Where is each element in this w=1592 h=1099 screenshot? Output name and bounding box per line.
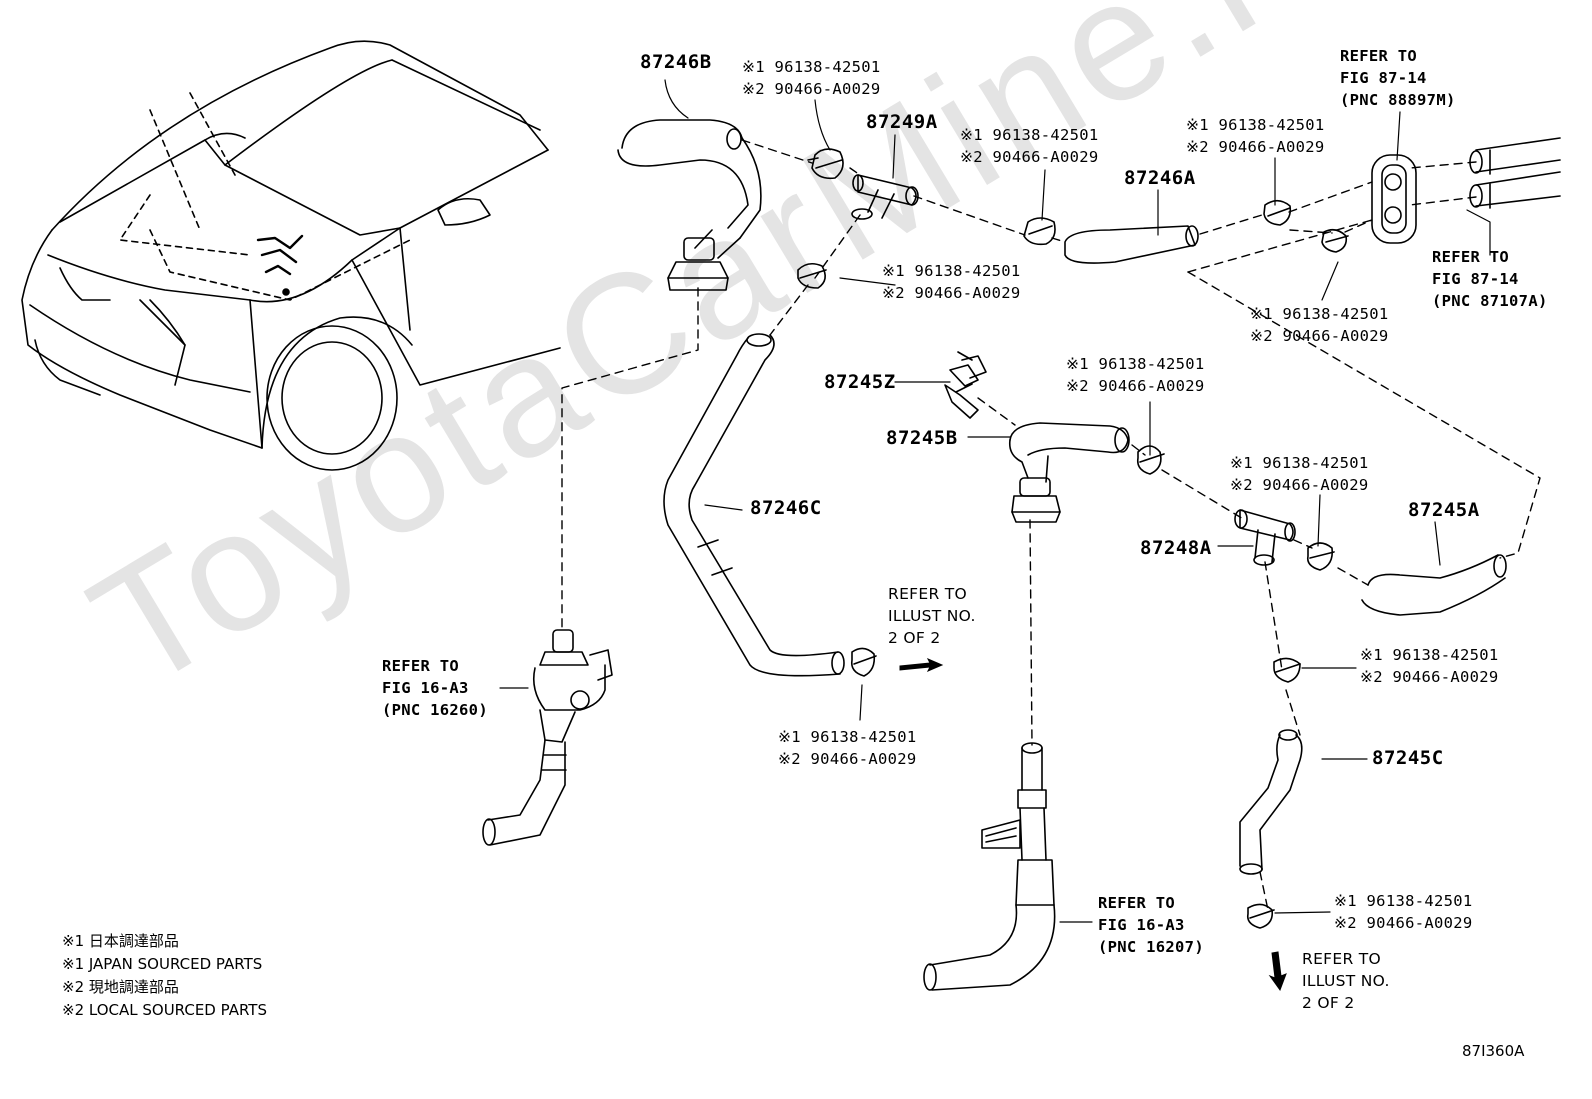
part-number-87245B: 87245B [886,427,958,449]
legend-item: ※2 現地調達部品 [62,978,179,996]
hose-87246A [1064,225,1199,264]
clamp-callout: ※1 96138-42501 ※2 90466-A0029 [1360,644,1499,688]
clamp-callout-line2: ※2 90466-A0029 [1230,476,1369,494]
clamp-callout: ※1 96138-42501 ※2 90466-A0029 [1066,353,1205,397]
legend-item: ※1 JAPAN SOURCED PARTS [62,955,263,973]
refer-fig-87-14-87107A: REFER TO FIG 87-14 (PNC 87107A) [1432,246,1548,312]
vehicle-illustration [21,40,561,471]
part-number-87246C: 87246C [750,497,822,519]
clamp-callout-line1: ※1 96138-42501 [882,262,1021,280]
clamp-callout-line2: ※2 90466-A0029 [1186,138,1325,156]
refer-line: ILLUST NO. [888,607,976,625]
clamp-callout-line2: ※2 90466-A0029 [778,750,917,768]
clamp-callout-line2: ※2 90466-A0029 [882,284,1021,302]
refer-line: REFER TO [1302,950,1382,968]
hose-87246B [617,119,762,291]
clamp-callout-line2: ※2 90466-A0029 [1334,914,1473,932]
refer-line: REFER TO [382,657,460,675]
part-number-87245Z: 87245Z [824,371,896,393]
elbow-87245B [1008,422,1130,523]
hose-87246C [663,333,845,677]
hose-87245C [1239,729,1303,875]
refer-line: (PNC 16260) [382,701,488,719]
refer-line: 2 OF 2 [1302,994,1355,1012]
legend: ※1 日本調達部品 ※1 JAPAN SOURCED PARTS ※2 現地調達… [62,930,267,1022]
grommet-88897M [1371,137,1561,244]
tee-87248A [1234,509,1296,566]
clamp-callout-line1: ※1 96138-42501 [778,728,917,746]
pipe-16207 [923,742,1056,991]
clamp-callout-line2: ※2 90466-A0029 [960,148,1099,166]
clamp-callout: ※1 96138-42501 ※2 90466-A0029 [1230,452,1369,496]
arrow-right-icon [899,658,944,672]
clamp-callout: ※1 96138-42501 ※2 90466-A0029 [1334,890,1473,934]
clamp-callout-line1: ※1 96138-42501 [1334,892,1473,910]
clamp-callout-line1: ※1 96138-42501 [960,126,1099,144]
refer-fig-16-a3-16260: REFER TO FIG 16-A3 (PNC 16260) [382,655,488,721]
clamp-callout: ※1 96138-42501 ※2 90466-A0029 [882,260,1021,304]
tee-87249A [851,174,919,220]
refer-line: ILLUST NO. [1302,972,1390,990]
fitting-87245Z [944,351,987,419]
refer-line: FIG 87-14 [1432,270,1519,288]
clamp-callout-line1: ※1 96138-42501 [1230,454,1369,472]
arrow-down-icon [1268,951,1287,992]
refer-illust-2-of-2-a: REFER TO ILLUST NO. 2 OF 2 [888,583,976,649]
clamp-callout: ※1 96138-42501 ※2 90466-A0029 [778,726,917,770]
clamp-callout-line1: ※1 96138-42501 [1250,305,1389,323]
refer-line: (PNC 87107A) [1432,292,1548,310]
part-number-87245A: 87245A [1408,499,1480,521]
hose-87245A [1361,554,1507,616]
clamp-callout: ※1 96138-42501 ※2 90466-A0029 [742,56,881,100]
clamp-callout-line1: ※1 96138-42501 [742,58,881,76]
refer-line: FIG 16-A3 [1098,916,1185,934]
part-number-87248A: 87248A [1140,537,1212,559]
refer-fig-87-14-88897M: REFER TO FIG 87-14 (PNC 88897M) [1340,45,1456,111]
clamp-callout: ※1 96138-42501 ※2 90466-A0029 [960,124,1099,168]
refer-illust-2-of-2-b: REFER TO ILLUST NO. 2 OF 2 [1302,948,1390,1014]
refer-line: 2 OF 2 [888,629,941,647]
legend-item: ※1 日本調達部品 [62,932,179,950]
clamp-callout: ※1 96138-42501 ※2 90466-A0029 [1250,303,1389,347]
clamp-callout-line1: ※1 96138-42501 [1186,116,1325,134]
clamp-callout-line1: ※1 96138-42501 [1360,646,1499,664]
clamp-callout-line1: ※1 96138-42501 [1066,355,1205,373]
refer-line: (PNC 16207) [1098,938,1204,956]
clamp-callout-line2: ※2 90466-A0029 [1250,327,1389,345]
part-number-87246B: 87246B [640,51,712,73]
pump-16260 [482,629,613,846]
clamp-callout-line2: ※2 90466-A0029 [742,80,881,98]
refer-line: REFER TO [888,585,968,603]
clamp-shapes [797,148,1349,929]
refer-line: FIG 87-14 [1340,69,1427,87]
part-number-87246A: 87246A [1124,167,1196,189]
figure-code: 87I360A [1462,1042,1525,1060]
clamp-callout: ※1 96138-42501 ※2 90466-A0029 [1186,114,1325,158]
clamp-callout-line2: ※2 90466-A0029 [1066,377,1205,395]
refer-line: REFER TO [1098,894,1176,912]
clamp-callout-line2: ※2 90466-A0029 [1360,668,1499,686]
refer-fig-16-a3-16207: REFER TO FIG 16-A3 (PNC 16207) [1098,892,1204,958]
part-number-87245C: 87245C [1372,747,1444,769]
refer-line: (PNC 88897M) [1340,91,1456,109]
refer-line: FIG 16-A3 [382,679,469,697]
legend-item: ※2 LOCAL SOURCED PARTS [62,1001,267,1019]
refer-line: REFER TO [1340,47,1418,65]
refer-line: REFER TO [1432,248,1510,266]
part-number-87249A: 87249A [866,111,938,133]
